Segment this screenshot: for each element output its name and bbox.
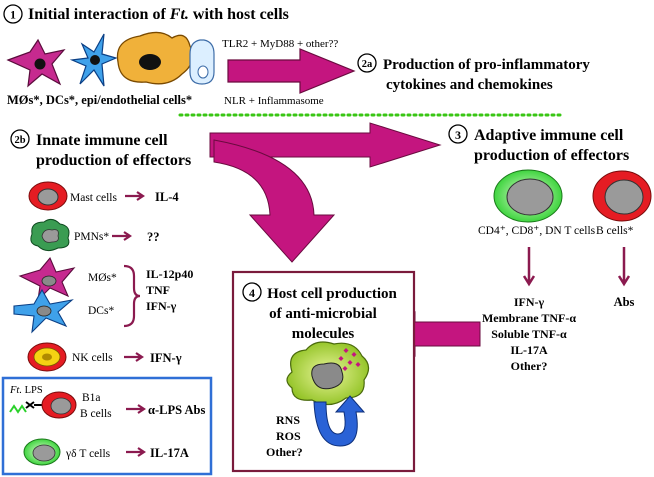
macrophage-nucleus-icon-2b	[41, 275, 57, 287]
dc-label: DCs*	[88, 305, 114, 317]
endothelial-nucleus-icon	[197, 65, 209, 79]
bcell-nucleus-icon	[604, 179, 644, 215]
gd-nucleus-icon	[32, 444, 56, 462]
b1a-label-line1: B1a	[82, 392, 101, 404]
tlr2-label: TLR2 + MyD88 + other??	[222, 38, 338, 50]
gd-row: γδ T cells IL-17A	[23, 438, 189, 466]
badge-1-label: 1	[10, 8, 16, 22]
step4-line3: molecules	[292, 326, 355, 342]
b1a-arrow-icon	[126, 404, 146, 414]
b1a-label-line2: B cells	[80, 408, 112, 420]
arrow-step2b-to-4	[213, 139, 336, 263]
host-nucleus-icon	[311, 362, 344, 390]
bcell-output: Abs	[614, 295, 635, 309]
pmn-arrow-icon	[112, 231, 132, 241]
step4-output-1: RNS	[276, 413, 300, 427]
badge-2b	[10, 129, 30, 149]
initial-cells-label: MØs*, DCs*, epi/endothelial cells*	[7, 93, 192, 107]
badge-4-label: 4	[249, 286, 255, 300]
pmn-row: PMNs* ??	[30, 218, 160, 252]
mast-cell-label: Mast cells	[70, 192, 117, 204]
pmn-output: ??	[147, 230, 160, 244]
arrow-step1-to-2a	[227, 48, 356, 94]
macrophage-nucleus-icon	[34, 58, 46, 70]
step4-output-3: Other?	[266, 445, 303, 459]
tcell-output-2: Membrane TNF-α	[482, 311, 576, 325]
tcell-down-arrow-icon	[522, 247, 536, 287]
tcell-output-5: Other?	[511, 359, 548, 373]
mast-cell-row: Mast cells IL-4	[28, 181, 179, 211]
b1a-output: α-LPS Abs	[148, 403, 205, 417]
step3-line1: Adaptive immune cell	[474, 127, 624, 144]
nk-output: IFN-γ	[150, 351, 182, 365]
tcell-outputs: IFN-γ Membrane TNF-α Soluble TNF-α IL-17…	[482, 295, 576, 373]
step2a-line2: cytokines and chemokines	[386, 77, 553, 93]
mo-dc-output-3: IFN-γ	[146, 299, 177, 313]
host-cell	[286, 341, 370, 406]
ft-lps-label: Ft. LPS	[9, 385, 43, 396]
step4-line1: Host cell production	[267, 286, 397, 302]
gd-output: IL-17A	[150, 446, 189, 460]
step4-output-2: ROS	[276, 429, 301, 443]
tcell-output-4: IL-17A	[510, 343, 548, 357]
mast-nucleus-icon	[37, 188, 59, 206]
gd-label: γδ T cells	[65, 448, 111, 460]
mo-dc-output-2: TNF	[146, 283, 170, 297]
bcell-down-arrow-icon	[617, 247, 631, 287]
dendritic-nucleus-icon	[90, 55, 100, 65]
lps-squiggle-icon	[9, 404, 27, 414]
step4-header: 4 Host cell production of anti-microbial…	[242, 282, 398, 342]
bcell-label: B cells*	[596, 225, 634, 237]
badge-1	[3, 4, 23, 24]
epithelial-nucleus-icon	[139, 54, 161, 70]
adaptive-tcell: CD4⁺, CD8⁺, DN T cells	[478, 169, 596, 237]
pmn-nucleus-icon	[41, 229, 59, 243]
pmn-label: PMNs*	[74, 231, 109, 243]
nlr-label: NLR + Inflammasome	[224, 95, 324, 107]
badge-2a	[357, 53, 377, 73]
mo-dc-output-1: IL-12p40	[146, 267, 193, 281]
step2b-line2: production of effectors	[36, 152, 191, 169]
step2a-line1: Production of pro-inflammatory	[383, 57, 590, 73]
nk-row: NK cells IFN-γ	[27, 342, 182, 372]
granule-dots-icon	[338, 348, 361, 371]
badge-2a-label: 2a	[362, 59, 373, 70]
b1a-nucleus-icon	[50, 397, 72, 415]
step4-line2: of anti-microbial	[269, 306, 377, 322]
macrophage-dc-group: MØs* DCs* IL-12p40 TNF IFN-γ	[13, 256, 193, 334]
badge-3-label: 3	[455, 128, 461, 142]
step3-header: 3 Adaptive immune cell production of eff…	[448, 124, 629, 164]
step1-header: 1 Initial interaction of Ft. with host c…	[3, 4, 289, 24]
step2b-line1: Innate immune cell	[36, 132, 168, 149]
badge-2b-label: 2b	[14, 135, 25, 146]
macrophage-label: MØs*	[88, 272, 117, 284]
badge-3	[448, 124, 468, 144]
tcell-output-3: Soluble TNF-α	[491, 327, 567, 341]
mast-output: IL-4	[155, 190, 179, 204]
step2b-header: 2b Innate immune cell production of effe…	[10, 129, 191, 169]
step3-line2: production of effectors	[474, 147, 629, 164]
badge-4	[242, 282, 262, 302]
nk-arrow-icon	[124, 352, 144, 362]
step2a-header: 2a Production of pro-inflammatory cytoki…	[357, 53, 590, 93]
mast-arrow-icon	[125, 191, 145, 201]
tcell-output-1: IFN-γ	[514, 295, 545, 309]
adaptive-bcell: B cells*	[592, 170, 652, 237]
ros-cycle-arrow-icon	[313, 395, 366, 447]
dc-nucleus-icon-2b	[36, 305, 52, 317]
b1a-row: Ft. LPS B1a B cells α-LPS Abs	[9, 385, 205, 420]
initial-cells	[6, 31, 215, 88]
step1-title: Initial interaction of Ft. with host cel…	[28, 6, 289, 23]
step4-outputs: RNS ROS Other?	[266, 413, 303, 459]
tcell-label: CD4⁺, CD8⁺, DN T cells	[478, 225, 596, 237]
gd-arrow-icon	[126, 447, 146, 457]
nk-label: NK cells	[72, 352, 113, 364]
tcell-nucleus-icon	[506, 178, 554, 216]
nk-granule-icon	[42, 353, 52, 361]
bracket-icon	[123, 264, 141, 328]
